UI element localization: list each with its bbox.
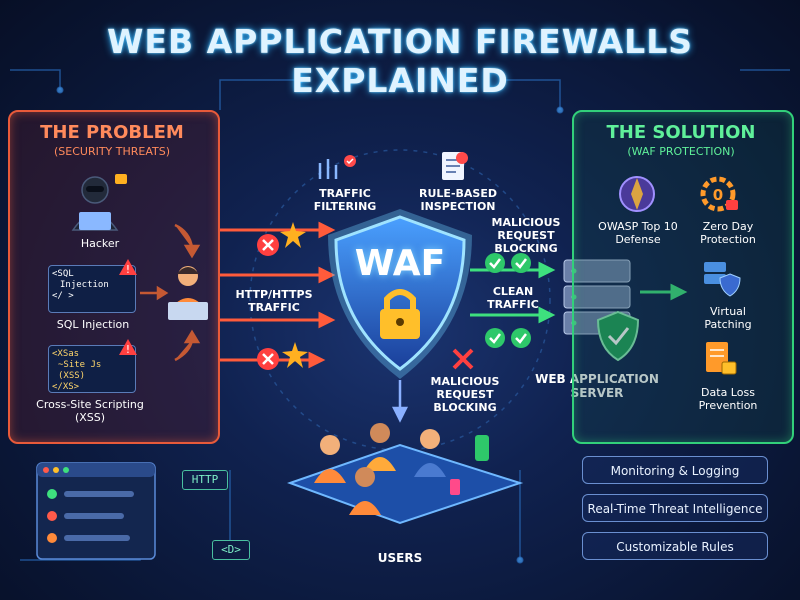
waf-shield-icon bbox=[328, 209, 472, 379]
zero-day-icon: 0 bbox=[700, 176, 738, 212]
waf-label: WAF bbox=[354, 243, 446, 284]
xss-line-2: ~Site Js (XSS) bbox=[58, 360, 102, 381]
feature-threat-intelligence: Real-Time Threat Intelligence bbox=[582, 494, 768, 522]
blocked-x-icon bbox=[257, 348, 279, 370]
sql-line-1: <SQL bbox=[52, 269, 74, 279]
attacker-icon bbox=[168, 266, 208, 320]
spark-icon bbox=[282, 342, 308, 368]
blocked-x-icon bbox=[257, 234, 279, 256]
rule-inspection-label: RULE-BASED INSPECTION bbox=[419, 187, 497, 213]
xss-line-1: <XSas bbox=[52, 349, 80, 359]
hacker-icon bbox=[71, 174, 127, 231]
zero-day-label: Zero Day Protection bbox=[700, 220, 756, 246]
warning-icon: ! bbox=[119, 259, 137, 276]
feature-monitoring: Monitoring & Logging bbox=[582, 456, 768, 484]
solution-heading: THE SOLUTION bbox=[606, 122, 756, 143]
virtual-patching-label: Virtual Patching bbox=[704, 305, 752, 331]
problem-heading: THE PROBLEM bbox=[40, 122, 184, 143]
solution-subheading: (WAF PROTECTION) bbox=[627, 145, 735, 158]
spark-icon bbox=[280, 222, 306, 248]
feature-customizable-rules: Customizable Rules bbox=[582, 532, 768, 560]
svg-text:!: ! bbox=[126, 343, 130, 356]
hacker-label: Hacker bbox=[80, 237, 120, 250]
malicious-blocking-top-label: MALICIOUS REQUEST BLOCKING bbox=[491, 216, 561, 255]
traffic-filtering-label: TRAFFIC FILTERING bbox=[313, 187, 377, 213]
page-title: WEB APPLICATION FIREWALLS EXPLAINED bbox=[107, 22, 693, 100]
malicious-blocking-bottom-label: MALICIOUS REQUEST BLOCKING bbox=[430, 375, 500, 414]
http-traffic-label: HTTP/HTTPS TRAFFIC bbox=[235, 288, 313, 314]
http-tag: HTTP bbox=[182, 470, 228, 490]
traffic-filtering-icon bbox=[318, 155, 356, 179]
data-loss-icon bbox=[706, 342, 737, 375]
xss-label: Cross-Site Scripting (XSS) bbox=[36, 398, 144, 424]
xss-card: <XSas ~Site Js (XSS) </XS> bbox=[48, 345, 136, 393]
warning-icon: ! bbox=[119, 339, 137, 356]
svg-text:0: 0 bbox=[713, 186, 723, 204]
problem-subheading: (SECURITY THREATS) bbox=[53, 145, 171, 158]
check-icons bbox=[485, 253, 531, 273]
owasp-icon bbox=[619, 176, 655, 212]
check-icons bbox=[485, 328, 531, 348]
virtual-patching-icon bbox=[704, 262, 741, 297]
blocked-x-icon bbox=[452, 348, 474, 370]
sql-line-2: Injection bbox=[60, 280, 109, 290]
users-label: USERS bbox=[377, 551, 423, 565]
browser-window-icon bbox=[36, 462, 156, 560]
server-label: WEB APPLICATION SERVER bbox=[535, 372, 659, 400]
solution-panel bbox=[572, 110, 794, 444]
xss-line-3: </XS> bbox=[52, 382, 80, 392]
code-tag: <D> bbox=[212, 540, 250, 560]
rule-inspection-icon bbox=[442, 152, 468, 180]
owasp-label: OWASP Top 10 Defense bbox=[598, 220, 678, 246]
clean-traffic-label: CLEAN TRAFFIC bbox=[487, 285, 539, 311]
users-group-icon bbox=[287, 423, 524, 525]
sql-injection-label: SQL Injection bbox=[56, 318, 130, 331]
sql-line-3: </ > bbox=[52, 291, 74, 301]
svg-text:!: ! bbox=[126, 263, 130, 276]
data-loss-label: Data Loss Prevention bbox=[698, 386, 758, 412]
